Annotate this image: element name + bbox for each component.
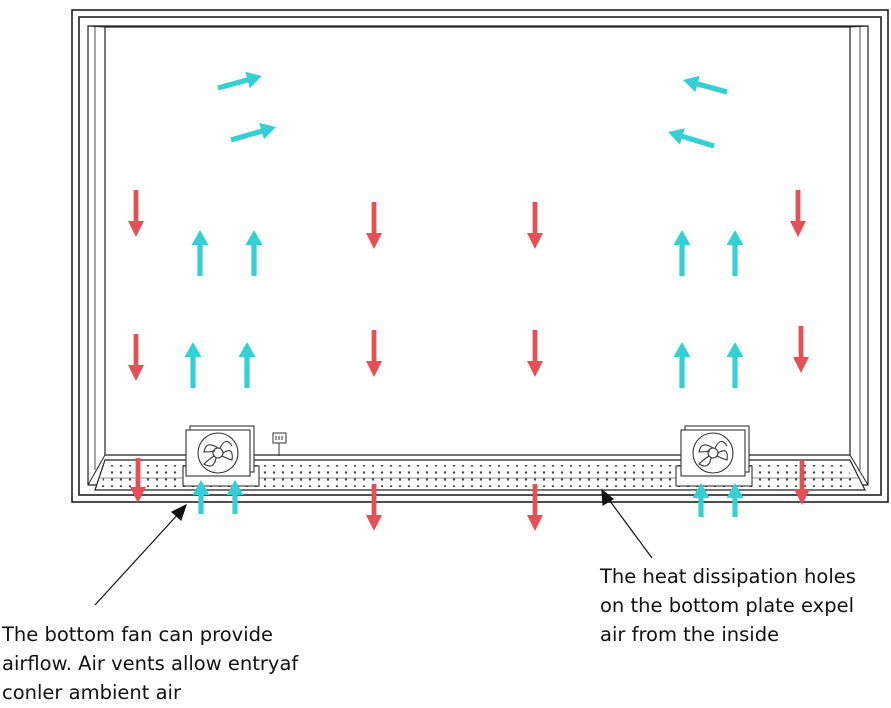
fan-left-icon bbox=[182, 425, 260, 487]
leader-line-left bbox=[94, 511, 181, 606]
intake-airflow-arrow-2 bbox=[683, 75, 728, 95]
exhaust-airflow-arrow-26 bbox=[527, 484, 543, 531]
intake-airflow-arrow-9 bbox=[726, 230, 744, 276]
leader-lines bbox=[94, 488, 653, 606]
exhaust-airflow-arrow-25 bbox=[366, 484, 382, 531]
intake-airflow-arrow-10 bbox=[673, 342, 691, 388]
intake-airflow-arrow-15 bbox=[726, 483, 744, 517]
intake-airflow-arrow-13 bbox=[226, 480, 244, 514]
exhaust-airflow-arrow-19 bbox=[366, 330, 382, 377]
exhaust-airflow-arrow-21 bbox=[527, 330, 543, 377]
exhaust-airflow-arrow-22 bbox=[790, 190, 806, 237]
intake-airflow-arrow-7 bbox=[238, 342, 256, 388]
caption-bottom-fan: The bottom fan can provide airflow. Air … bbox=[2, 623, 299, 704]
exhaust-airflow-arrow-24 bbox=[130, 458, 146, 503]
exhaust-airflow-arrow-17 bbox=[128, 334, 144, 381]
exhaust-airflow-arrow-20 bbox=[527, 202, 543, 249]
fan-right-icon bbox=[675, 425, 753, 487]
exhaust-airflow-arrow-23 bbox=[793, 326, 809, 373]
intake-airflow-arrow-11 bbox=[726, 342, 744, 388]
leader-arrowhead-right bbox=[601, 488, 615, 507]
sensor-icon bbox=[272, 432, 287, 456]
exhaust-airflow-arrow-16 bbox=[128, 190, 144, 237]
intake-airflow-arrow-8 bbox=[673, 230, 691, 276]
intake-airflow-arrow-14 bbox=[692, 483, 710, 517]
intake-airflow-arrow-4 bbox=[191, 230, 209, 276]
bottom-plate bbox=[94, 459, 866, 491]
airflow-arrows bbox=[128, 71, 810, 531]
intake-airflow-arrow-6 bbox=[184, 342, 202, 388]
caption-heat-dissipation: The heat dissipation holes on the bottom… bbox=[600, 565, 856, 646]
intake-airflow-arrow-1 bbox=[230, 123, 276, 143]
cabinet-frame bbox=[71, 9, 889, 503]
intake-airflow-arrow-5 bbox=[245, 230, 263, 276]
intake-airflow-arrow-0 bbox=[217, 71, 262, 91]
exhaust-airflow-arrow-18 bbox=[366, 202, 382, 249]
leader-arrowhead-left bbox=[170, 503, 188, 522]
exhaust-airflow-arrow-27 bbox=[794, 460, 810, 505]
leader-line-right bbox=[606, 496, 653, 559]
intake-airflow-arrow-3 bbox=[668, 128, 715, 149]
intake-airflow-arrow-12 bbox=[192, 480, 210, 514]
